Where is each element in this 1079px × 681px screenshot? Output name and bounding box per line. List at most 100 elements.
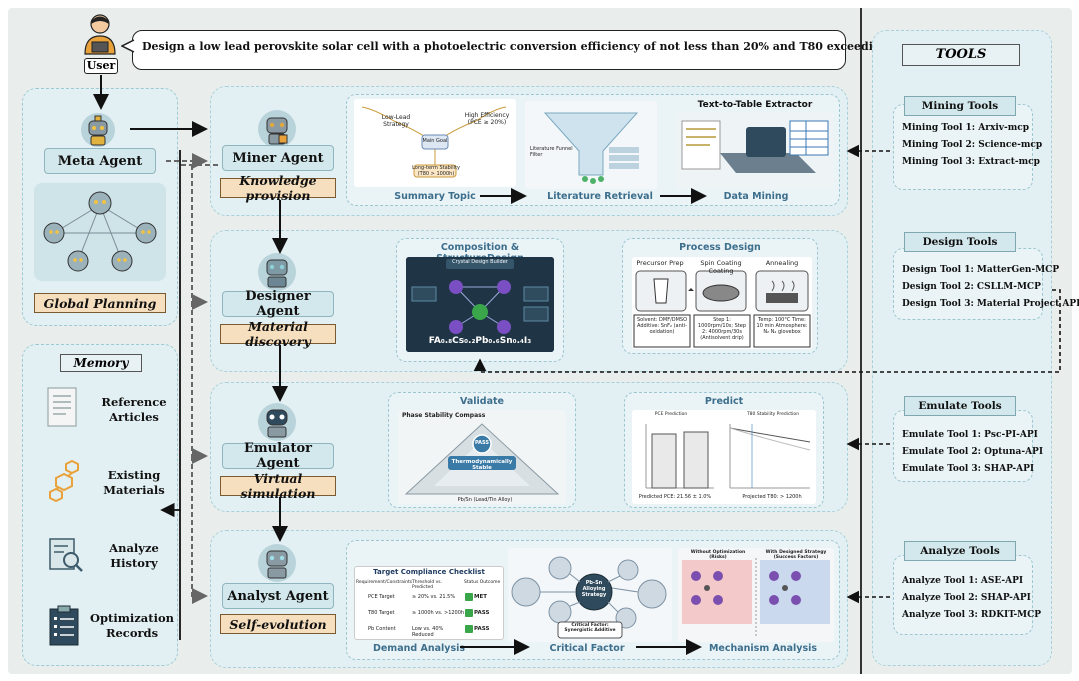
step-spin-title: Spin Coating Coating xyxy=(700,259,742,275)
miner-agent-robot-icon xyxy=(257,109,297,149)
analyze-tool-3[interactable]: Analyze Tool 3: RDKIT-MCP xyxy=(902,610,1042,620)
factor-critical-label: Critical Factor: Synergistic Additive xyxy=(564,623,616,633)
memory-item-optimization-records[interactable]: Optimization Records xyxy=(90,611,174,640)
meta-agent-box[interactable]: Meta Agent xyxy=(44,148,156,174)
design-tool-3[interactable]: Design Tool 3: Material Project API xyxy=(902,299,1079,309)
pce-caption: Predicted PCE: 21.56 ± 1.0% xyxy=(638,494,712,500)
caption-literature-retrieval: Literature Retrieval xyxy=(547,191,653,202)
t80-caption: Projected T80: > 1200h xyxy=(742,494,802,500)
analyze-tool-2[interactable]: Analyze Tool 2: SHAP-API xyxy=(902,593,1031,603)
tools-divider xyxy=(860,8,862,674)
caption-critical-factor: Critical Factor xyxy=(549,643,625,654)
step-annealing-detail: Temp: 100°C Time: 10 min Atmosphere: N₂ … xyxy=(756,317,808,335)
mining-tool-2[interactable]: Mining Tool 2: Science-mcp xyxy=(902,140,1043,150)
summary-topic-mindmap xyxy=(354,99,516,187)
step-spin-detail: Step 1: 1000rpm/10s; Step 2: 4000rpm/30s… xyxy=(697,317,747,341)
checklist-header-threshold: Threshold vs. Predicted xyxy=(412,580,443,590)
literature-funnel xyxy=(525,101,657,189)
text-to-table-extractor-graphic xyxy=(676,113,834,189)
checklist-row-pb-req: Pb Content xyxy=(368,626,396,632)
checklist-title: Target Compliance Checklist xyxy=(373,568,485,576)
global-planning-tag: Global Planning xyxy=(34,293,166,313)
caption-summary-topic: Summary Topic xyxy=(394,191,476,202)
bubble-pointer xyxy=(121,39,135,53)
checklist-row-pce-status: MET xyxy=(474,594,487,600)
checklist-header-status: Status Outcome xyxy=(464,580,501,585)
pass-badge-text: PASS xyxy=(474,440,490,446)
mindmap-node-stability: Long-term Stability (T80 > 1000h) xyxy=(412,165,460,177)
checklist-row-t80-threshold: ≥ 1000h vs. >1200h xyxy=(412,610,465,616)
analyze-tool-1[interactable]: Analyze Tool 1: ASE-API xyxy=(902,576,1024,586)
step-annealing-title: Annealing xyxy=(765,259,799,267)
checklist-row-pb-threshold: Low vs. 40% Reduced xyxy=(412,626,444,638)
caption-data-mining: Data Mining xyxy=(723,191,789,202)
crystal-structure-graphic xyxy=(406,257,554,352)
mindmap-node-main-goal: Main Goal xyxy=(422,138,448,144)
memory-item-existing-materials[interactable]: Existing Materials xyxy=(103,468,165,497)
phase-stability-compass xyxy=(398,410,566,504)
with-strategy-label: With Designed Strategy (Success Factors) xyxy=(765,550,827,560)
extractor-title: Text-to-Table Extractor xyxy=(697,100,813,110)
user-icon xyxy=(80,12,120,56)
thermo-stable-label: Thermodynamically Stable xyxy=(451,459,513,471)
emulate-tools-header: Emulate Tools xyxy=(904,396,1016,416)
user-label: User xyxy=(84,58,118,74)
designer-agent-box[interactable]: Designer Agent xyxy=(222,289,334,319)
pce-chart-title: PCE Prediction xyxy=(654,412,688,417)
predict-title: Predict xyxy=(704,396,744,407)
memory-item-reference-articles[interactable]: Reference Articles xyxy=(101,395,167,424)
designer-agent-robot-icon xyxy=(257,252,297,292)
design-tool-1[interactable]: Design Tool 1: MatterGen-MCP xyxy=(902,265,1060,275)
user-prompt-bubble xyxy=(132,30,846,70)
t80-chart-title: T80 Stability Prediction xyxy=(746,412,800,417)
analyst-agent-robot-icon xyxy=(257,543,297,583)
user-prompt-text: Design a low lead perovskite solar cell … xyxy=(142,40,935,53)
analyst-agent-box[interactable]: Analyst Agent xyxy=(222,583,334,609)
emulator-agent-box[interactable]: Emulator Agent xyxy=(222,441,334,471)
checklist-row-t80-status: PASS xyxy=(474,610,490,616)
mining-tools-header: Mining Tools xyxy=(904,96,1016,116)
meta-agent-robot-icon xyxy=(80,112,116,148)
emulator-agent-robot-icon xyxy=(257,402,297,442)
mechanism-graphic xyxy=(678,548,834,642)
factor-center-label: Pb-Sn Alloying Strategy xyxy=(581,580,607,598)
step-precursor-title: Precursor Prep xyxy=(636,259,684,267)
mining-tool-3[interactable]: Mining Tool 3: Extract-mcp xyxy=(902,157,1040,167)
memory-title: Memory xyxy=(60,354,142,372)
mindmap-node-low-lead: Low-Lead Strategy xyxy=(381,114,411,128)
mining-tool-1[interactable]: Mining Tool 1: Arxiv-mcp xyxy=(902,123,1030,133)
emulate-tool-2[interactable]: Emulate Tool 2: Optuna-API xyxy=(902,447,1044,457)
mining-tools-card xyxy=(893,104,1033,190)
design-tool-2[interactable]: Design Tool 2: CSLLM-MCP xyxy=(902,282,1041,292)
miner-agent-box[interactable]: Miner Agent xyxy=(222,145,334,171)
tools-title: TOOLS xyxy=(902,44,1020,66)
compliance-checklist xyxy=(354,566,504,640)
checklist-row-pb-status: PASS xyxy=(474,626,490,632)
perovskite-formula: FA₀.₈Cs₀.₂Pb₀.₆Sn₀.₄I₃ xyxy=(428,336,532,346)
caption-mechanism-analysis: Mechanism Analysis xyxy=(708,643,818,654)
global-planning-graphic xyxy=(34,183,166,281)
design-tools-card xyxy=(893,248,1043,320)
analyze-tools-header: Analyze Tools xyxy=(904,541,1016,561)
analyst-tag: Self-evolution xyxy=(220,614,336,634)
crystal-builder-label: Crystal Design Builder xyxy=(452,259,508,265)
checklist-row-pce-threshold: ≥ 20% vs. 21.5% xyxy=(412,594,456,600)
predict-charts xyxy=(632,410,816,504)
checkmark-icon xyxy=(465,609,473,617)
checkmark-icon xyxy=(465,593,473,601)
caption-demand-analysis: Demand Analysis xyxy=(372,643,466,654)
compass-title: Phase Stability Compass xyxy=(402,412,486,419)
funnel-label: Literature Funnel Filter xyxy=(530,146,573,158)
reference-articles-icon xyxy=(44,386,80,430)
emulate-tool-3[interactable]: Emulate Tool 3: SHAP-API xyxy=(902,464,1035,474)
checklist-header-req: Requirement/Constraints xyxy=(356,580,413,585)
mindmap-node-high-efficiency: High Efficiency (PCE ≥ 20%) xyxy=(464,112,510,126)
analyze-history-icon xyxy=(46,535,86,575)
emulate-tool-1[interactable]: Emulate Tool 1: Psc-PI-API xyxy=(902,430,1038,440)
optimization-records-icon xyxy=(46,605,84,649)
memory-item-analyze-history[interactable]: Analyze History xyxy=(109,541,159,570)
existing-materials-icon xyxy=(46,459,86,504)
process-title: Process Design xyxy=(679,242,761,253)
checkmark-icon xyxy=(465,625,473,633)
